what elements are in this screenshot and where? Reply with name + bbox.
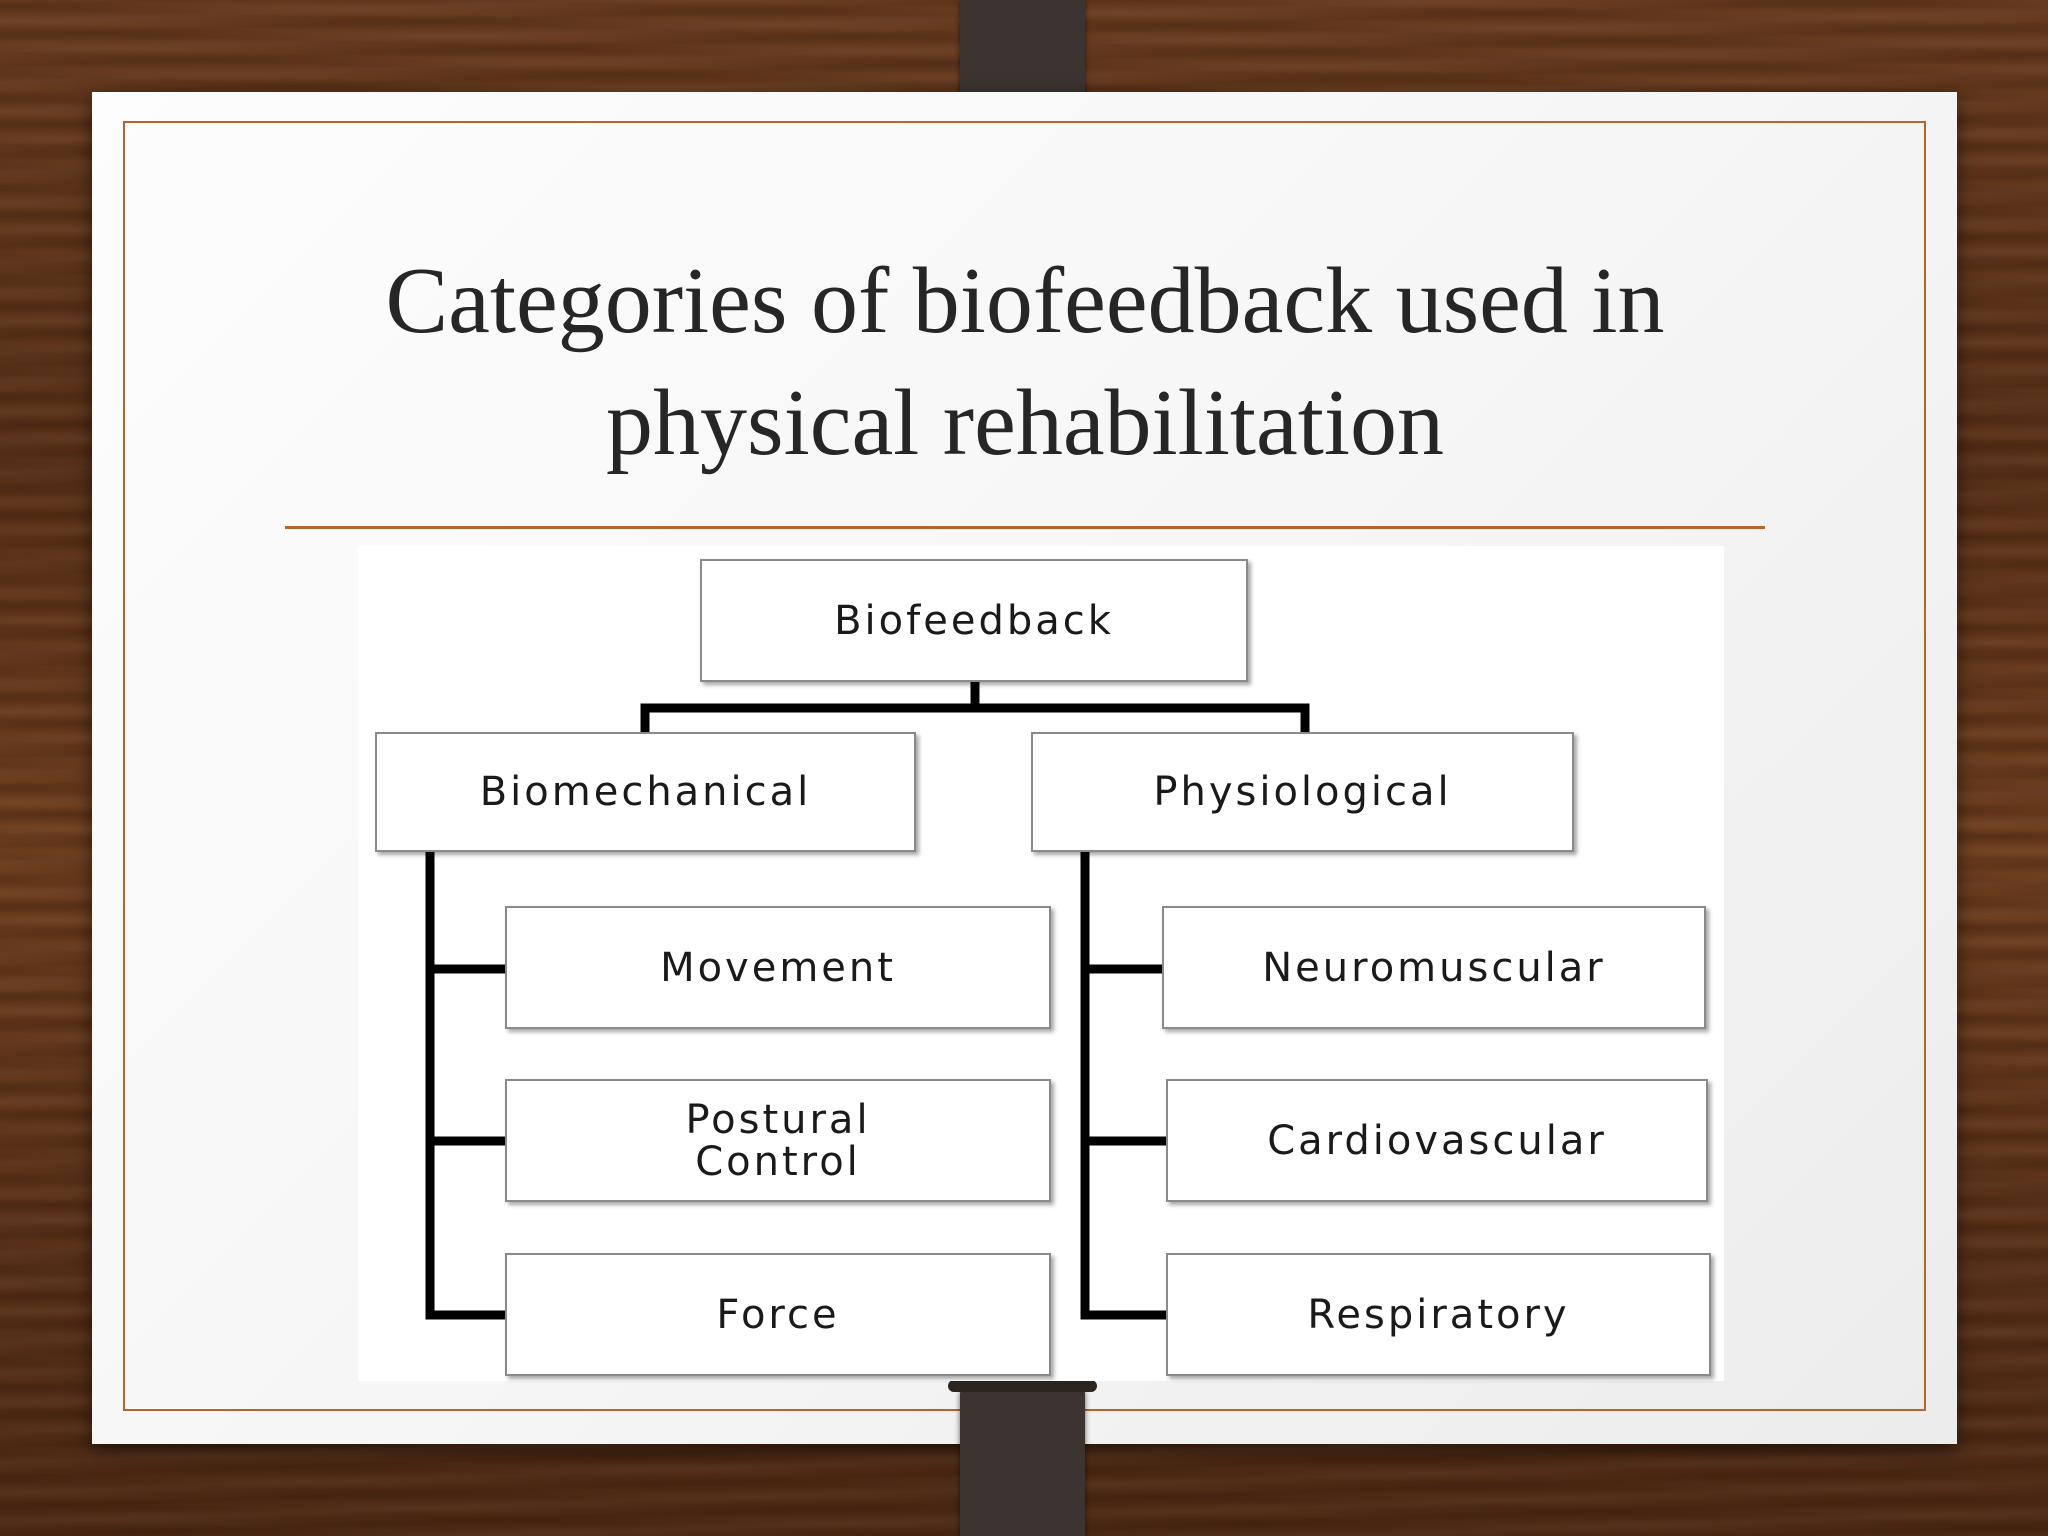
node-movement: Movement (505, 906, 1051, 1029)
node-postural-control: Postural Control (505, 1079, 1051, 1202)
node-physiological: Physiological (1031, 732, 1574, 852)
binder-clip-bottom (948, 1380, 1097, 1536)
node-neuromuscular: Neuromuscular (1162, 906, 1706, 1029)
slide-title: Categories of biofeedback used in physic… (385, 249, 1665, 475)
node-cardiovascular: Cardiovascular (1166, 1079, 1708, 1202)
node-biomechanical: Biomechanical (375, 732, 916, 852)
biofeedback-diagram: Biofeedback Biomechanical Physiological … (358, 546, 1724, 1381)
node-respiratory: Respiratory (1166, 1253, 1711, 1376)
title-divider (285, 526, 1765, 529)
node-force: Force (505, 1253, 1051, 1376)
node-biofeedback: Biofeedback (700, 559, 1248, 682)
diagram-connectors (425, 677, 1310, 1320)
